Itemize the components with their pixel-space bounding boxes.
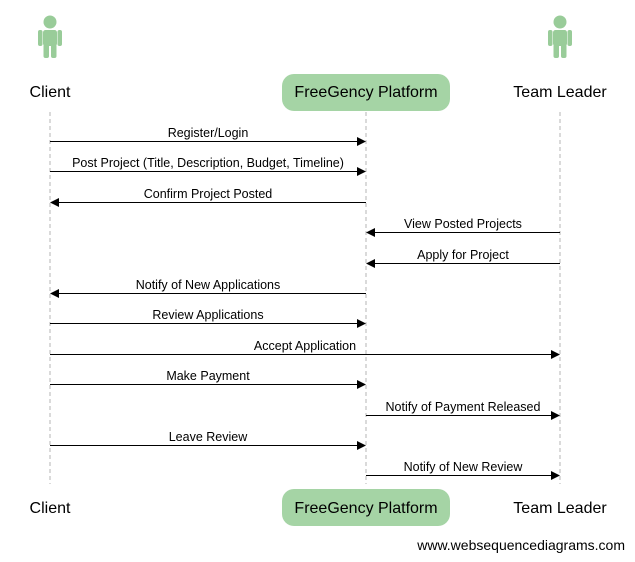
message-9: Make Payment xyxy=(50,369,366,389)
message-label: Register/Login xyxy=(168,126,249,140)
arrowhead xyxy=(357,441,366,450)
message-12: Notify of New Review xyxy=(366,460,560,480)
participants-bottom: Client FreeGency Platform Team Leader xyxy=(30,489,607,526)
watermark[interactable]: www.websequencediagrams.com xyxy=(417,537,625,553)
arrowhead xyxy=(366,259,375,268)
arrowhead xyxy=(551,350,560,359)
person-icon xyxy=(548,15,572,58)
message-11: Leave Review xyxy=(50,430,366,450)
arrowhead xyxy=(551,411,560,420)
participant-label-client-bottom: Client xyxy=(30,500,71,517)
message-label: Confirm Project Posted xyxy=(144,187,273,201)
participant-label-client-top: Client xyxy=(30,84,71,101)
arrowhead xyxy=(357,380,366,389)
message-1: Register/Login xyxy=(50,126,366,146)
message-label: View Posted Projects xyxy=(404,217,522,231)
message-label: Review Applications xyxy=(152,308,263,322)
message-7: Review Applications xyxy=(50,308,366,328)
message-label: Notify of New Applications xyxy=(136,278,281,292)
message-3: Confirm Project Posted xyxy=(50,187,366,207)
participant-box-platform-bottom xyxy=(282,489,450,526)
message-label: Post Project (Title, Description, Budget… xyxy=(72,156,344,170)
message-label: Leave Review xyxy=(169,430,248,444)
participant-box-platform-top xyxy=(282,74,450,111)
message-label: Notify of Payment Released xyxy=(386,400,541,414)
message-10: Notify of Payment Released xyxy=(366,400,560,420)
arrowhead xyxy=(50,198,59,207)
message-5: Apply for Project xyxy=(366,248,560,268)
message-label: Accept Application xyxy=(254,339,356,353)
arrowhead xyxy=(357,167,366,176)
arrowhead xyxy=(551,471,560,480)
participants-top: Client FreeGency Platform Team Leader xyxy=(30,15,607,111)
person-icon xyxy=(38,15,62,58)
participant-label-leader-top: Team Leader xyxy=(513,84,607,101)
lifelines xyxy=(49,112,561,484)
participant-label-platform-top: FreeGency Platform xyxy=(294,84,437,101)
message-6: Notify of New Applications xyxy=(50,278,366,298)
message-4: View Posted Projects xyxy=(366,217,560,237)
arrowhead xyxy=(50,289,59,298)
message-label: Apply for Project xyxy=(417,248,509,262)
participant-label-leader-bottom: Team Leader xyxy=(513,500,607,517)
arrowhead xyxy=(357,319,366,328)
arrowhead xyxy=(357,137,366,146)
message-label: Notify of New Review xyxy=(404,460,524,474)
arrowhead xyxy=(366,228,375,237)
message-8: Accept Application xyxy=(50,339,560,359)
participant-label-platform-bottom: FreeGency Platform xyxy=(294,500,437,517)
message-label: Make Payment xyxy=(166,369,250,383)
message-2: Post Project (Title, Description, Budget… xyxy=(50,156,366,176)
